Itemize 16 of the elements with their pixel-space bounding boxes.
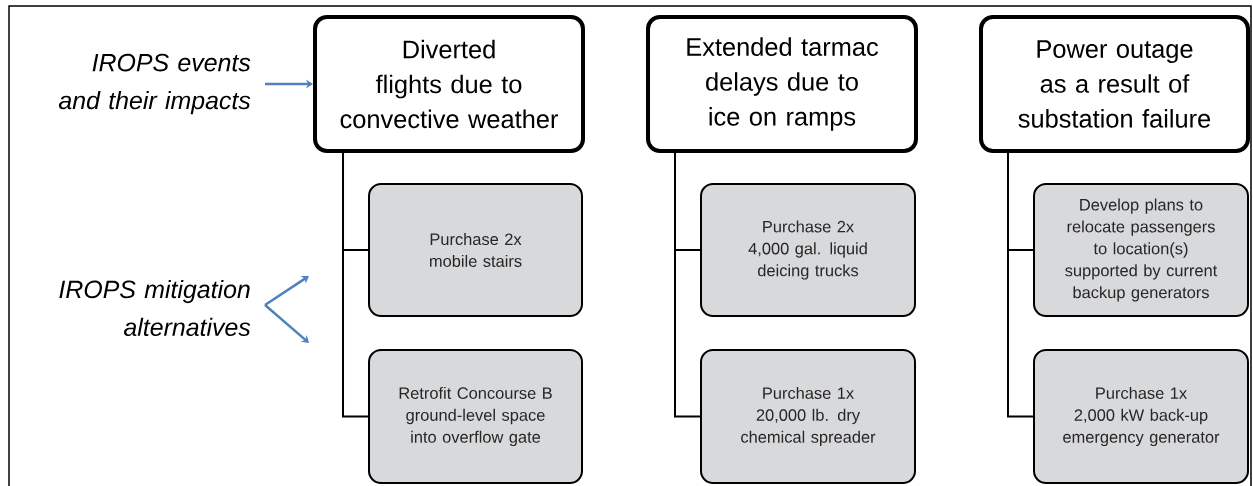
alternative-box: Develop plans to relocate passengers to location(s) supported by current backup generators xyxy=(1033,183,1249,317)
alternative-box: Purchase 1x 2,000 kW back-up emergency generator xyxy=(1033,349,1249,484)
alternative-box: Purchase 1x 20,000 lb. dry chemical spreader xyxy=(700,349,916,484)
connector-line xyxy=(1007,152,1034,418)
connector-line xyxy=(342,152,369,418)
alternative-box: Retrofit Concourse B ground-level space into overflow gate xyxy=(368,349,583,484)
event-box: Diverted flights due to convective weather xyxy=(313,15,585,153)
connector-line xyxy=(674,152,701,418)
side-label: IROPS events and their impacts xyxy=(58,53,251,115)
alternative-box: Purchase 2x mobile stairs xyxy=(368,183,583,317)
side-label: IROPS mitigation alternatives xyxy=(59,279,251,337)
arrow xyxy=(264,276,309,307)
alternative-box: Purchase 2x 4,000 gal. liquid deicing trucks xyxy=(700,183,916,317)
arrow xyxy=(264,304,309,343)
event-box: Extended tarmac delays due to ice on ramps xyxy=(646,15,918,153)
event-box: Power outage as a result of substation failure xyxy=(979,15,1250,153)
